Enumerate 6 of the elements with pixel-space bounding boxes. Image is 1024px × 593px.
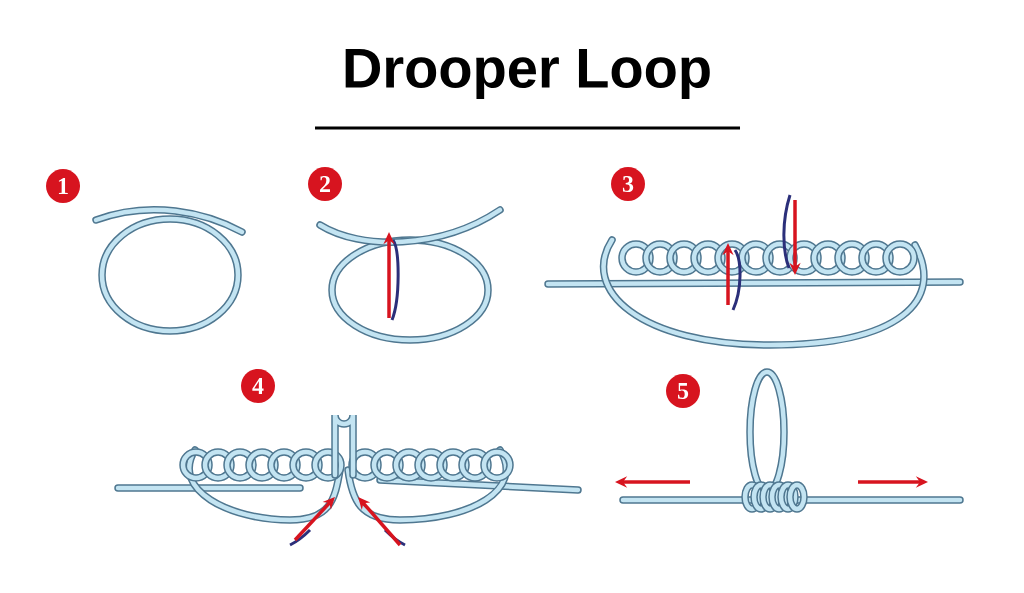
- callout-number: 3: [611, 167, 645, 201]
- callout-number: 4: [241, 369, 275, 403]
- title: Drooper Loop: [345, 48, 710, 100]
- callout-number: 1: [46, 169, 80, 203]
- callout-number: 2: [308, 167, 342, 201]
- callout-number: 5: [666, 374, 700, 408]
